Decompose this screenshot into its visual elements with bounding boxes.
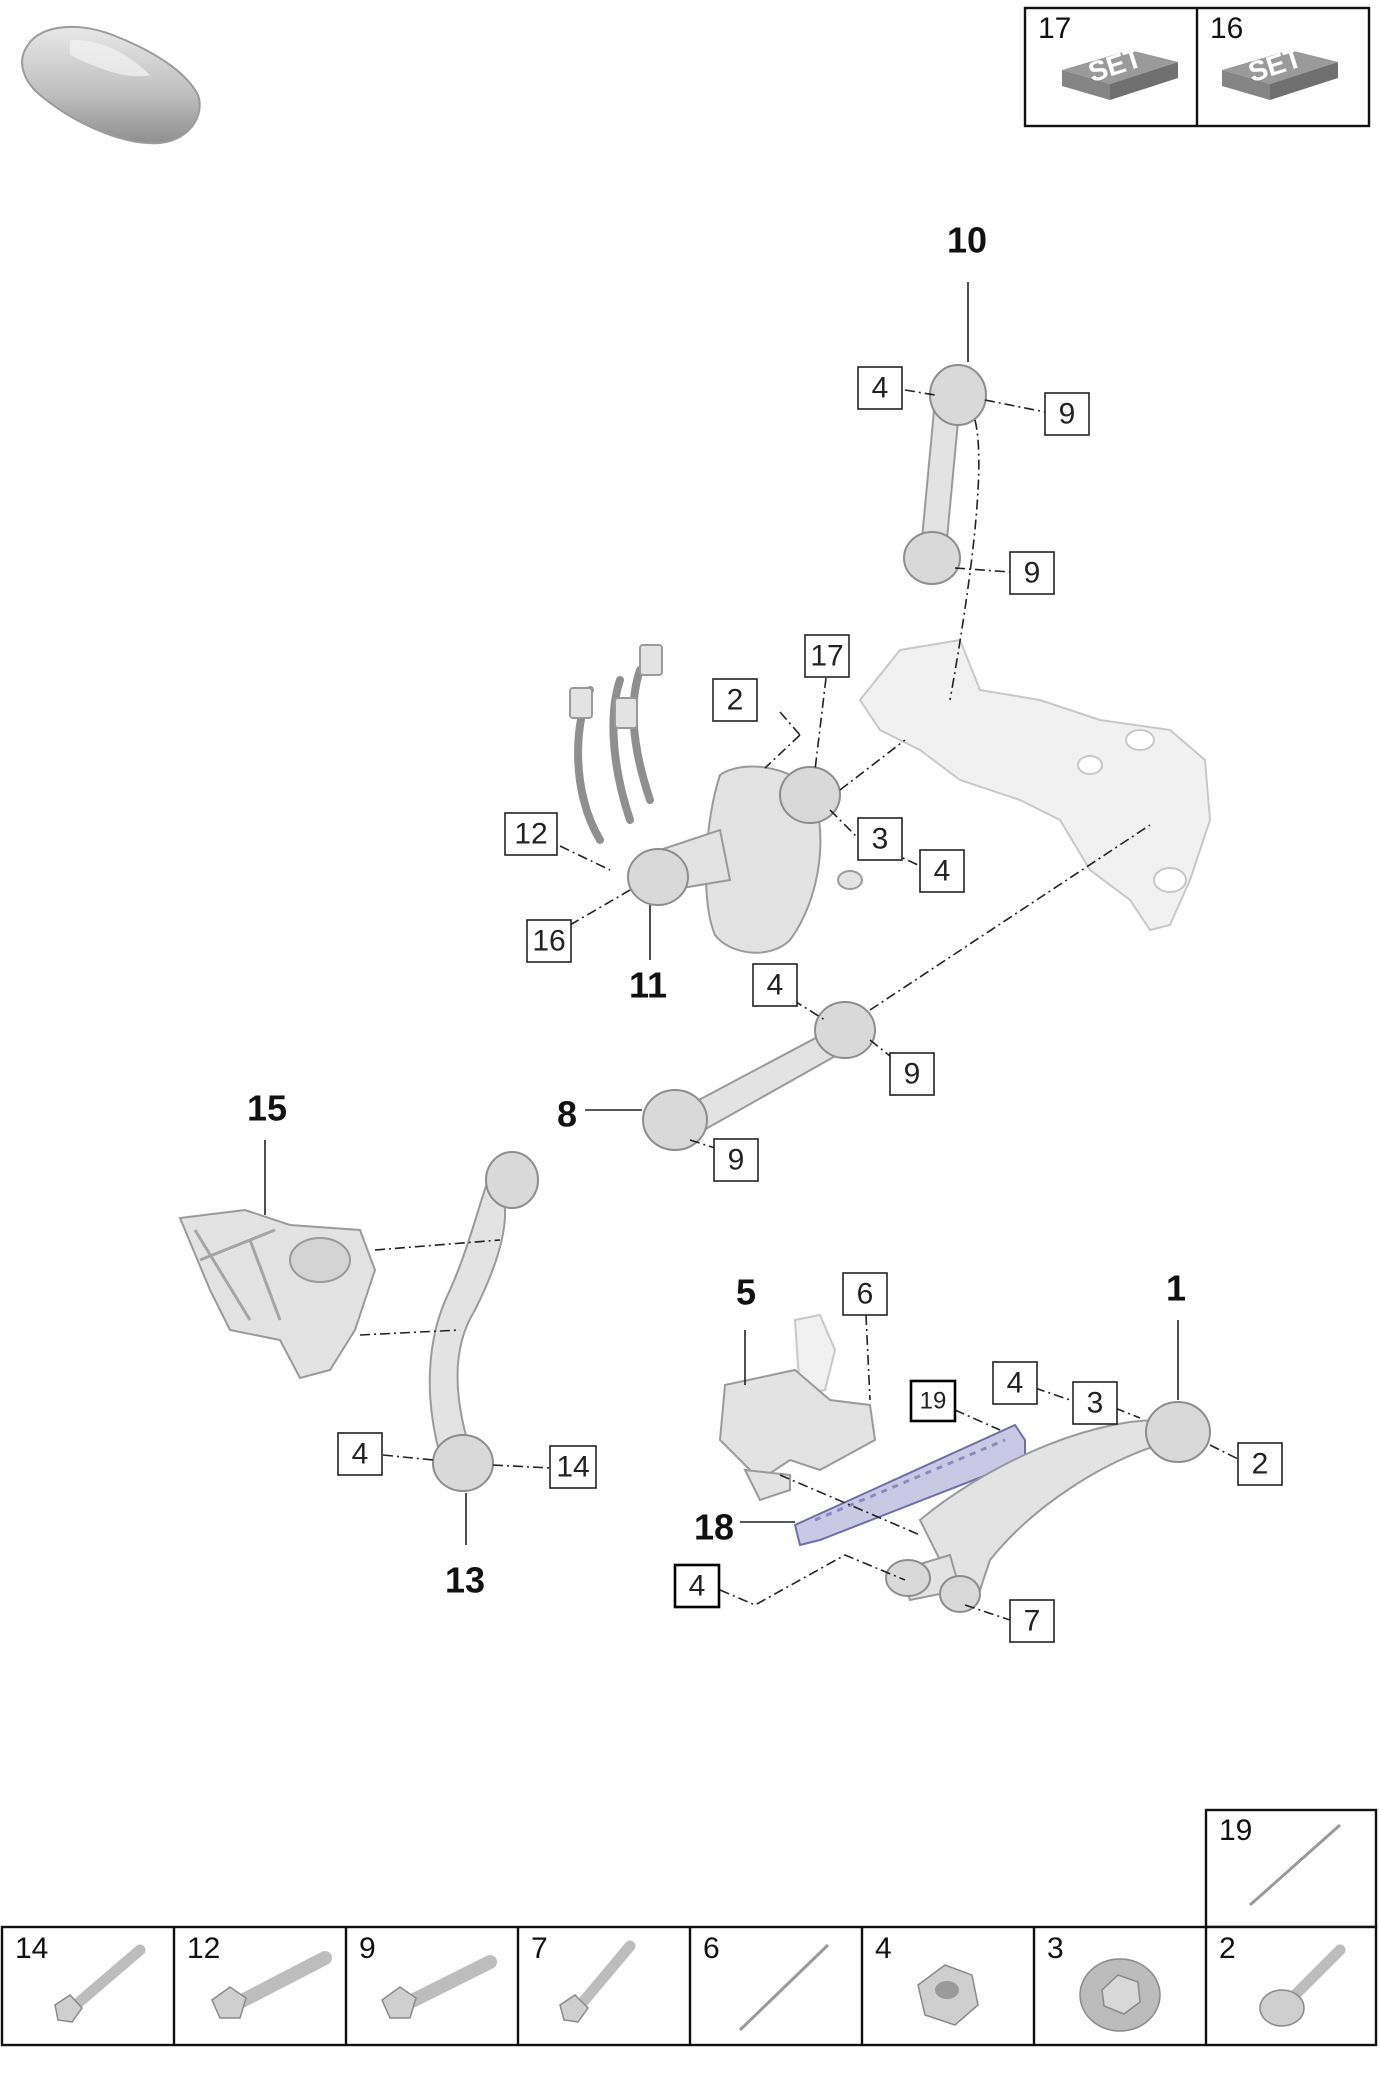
svg-text:4: 4	[352, 1438, 369, 1471]
callout-18[interactable]: 18	[694, 1507, 734, 1548]
callout-10[interactable]: 10	[947, 220, 987, 261]
set-cell-number: 16	[1210, 12, 1243, 45]
callout-11[interactable]: 11	[629, 965, 667, 1006]
rear-subframe[interactable]	[858, 638, 1212, 932]
set-cell-16[interactable]: 16 SET	[1210, 12, 1338, 100]
callout-box-17[interactable]: 17	[804, 634, 850, 678]
svg-text:16: 16	[532, 925, 565, 958]
part-10-upper-link[interactable]	[903, 364, 987, 585]
callout-box-2[interactable]: 2	[712, 678, 758, 722]
bolt-icon	[559, 1940, 636, 2023]
part-8-toe-link[interactable]	[642, 1001, 876, 1151]
svg-text:9: 9	[1024, 557, 1041, 590]
part-15-bracket[interactable]	[178, 1208, 377, 1380]
svg-text:4: 4	[872, 372, 889, 405]
callout-box-4[interactable]: 4	[919, 849, 965, 893]
svg-text:3: 3	[1087, 1387, 1104, 1420]
set-cell-number: 17	[1038, 12, 1071, 45]
hardware-number: 6	[703, 1932, 720, 1965]
hardware-number: 3	[1047, 1932, 1064, 1965]
svg-text:2: 2	[1252, 1448, 1269, 1481]
cable-tie-icon	[738, 1943, 830, 2032]
hardware-number: 14	[15, 1932, 48, 1965]
callout-5[interactable]: 5	[736, 1272, 756, 1313]
leader-lines	[264, 282, 1241, 1621]
callout-box-3[interactable]: 3	[857, 817, 903, 861]
set-panel: 17 SET 16 SET	[1023, 6, 1371, 128]
hardware-number: 12	[187, 1932, 220, 1965]
callout-box-9[interactable]: 9	[1009, 551, 1055, 595]
part-1-rear-arm[interactable]	[885, 1401, 1211, 1613]
svg-text:17: 17	[810, 640, 843, 673]
hardware-number: 4	[875, 1932, 892, 1965]
bolt-icon	[211, 1951, 332, 2019]
callout-box-4[interactable]: 4	[337, 1432, 383, 1476]
callout-15[interactable]: 15	[247, 1088, 287, 1129]
svg-text:6: 6	[857, 1278, 874, 1311]
boxed-callouts: 4 9 9 17 2 12 3	[337, 366, 1283, 1643]
svg-text:12: 12	[514, 818, 547, 851]
hardware-cell-2[interactable]: 2	[1219, 1932, 1346, 2027]
hardware-cell-9[interactable]: 9	[359, 1932, 497, 2019]
callout-box-9[interactable]: 9	[713, 1138, 759, 1182]
hardware-number: 19	[1219, 1814, 1252, 1847]
callout-box-4[interactable]: 4	[992, 1361, 1038, 1405]
svg-text:4: 4	[767, 969, 784, 1002]
svg-text:14: 14	[556, 1451, 589, 1484]
cable-tie-icon	[1249, 1823, 1341, 1907]
callout-13[interactable]: 13	[445, 1560, 485, 1601]
callout-box-9[interactable]: 9	[1044, 392, 1090, 436]
svg-text:3: 3	[872, 823, 889, 856]
svg-text:9: 9	[904, 1058, 921, 1091]
callout-box-4[interactable]: 4	[673, 1563, 721, 1609]
set-box-icon: SET	[1222, 42, 1338, 100]
callout-1[interactable]: 1	[1166, 1268, 1186, 1309]
nut-icon	[917, 1964, 979, 2026]
hardware-number: 9	[359, 1932, 376, 1965]
callout-box-3[interactable]: 3	[1072, 1381, 1118, 1425]
hardware-cell-19[interactable]: 19	[1204, 1808, 1378, 1929]
callout-box-4[interactable]: 4	[752, 963, 798, 1007]
part-11-wheel-carrier[interactable]	[569, 644, 863, 954]
set-box-icon: SET	[1062, 42, 1178, 100]
hardware-number: 7	[531, 1932, 548, 1965]
car-silhouette-icon	[21, 25, 201, 145]
callout-box-2[interactable]: 2	[1237, 1442, 1283, 1486]
svg-text:9: 9	[728, 1144, 745, 1177]
hardware-cell-7[interactable]: 7	[531, 1932, 636, 2023]
svg-text:9: 9	[1059, 398, 1076, 431]
part-5-housing[interactable]	[718, 1313, 877, 1502]
hardware-cell-12[interactable]: 12	[187, 1932, 332, 2019]
hardware-cell-14[interactable]: 14	[15, 1932, 146, 2023]
bolt-icon	[54, 1944, 146, 2023]
callout-box-7[interactable]: 7	[1009, 1599, 1055, 1643]
svg-text:4: 4	[934, 855, 951, 888]
flange-nut-icon	[1079, 1958, 1161, 2032]
svg-text:19: 19	[920, 1388, 947, 1415]
callout-box-4[interactable]: 4	[857, 366, 903, 410]
part-13-lower-arm[interactable]	[428, 1151, 539, 1492]
callout-box-12[interactable]: 12	[504, 812, 558, 856]
hardware-number: 2	[1219, 1932, 1236, 1965]
bolt-icon	[381, 1955, 497, 2019]
callout-box-16[interactable]: 16	[526, 919, 572, 963]
callout-box-19[interactable]: 19	[909, 1379, 957, 1423]
svg-text:7: 7	[1024, 1605, 1041, 1638]
svg-text:2: 2	[727, 684, 744, 717]
hardware-cell-3[interactable]: 3	[1047, 1932, 1161, 2032]
svg-text:4: 4	[689, 1570, 706, 1603]
bold-callouts: 10 11 8 15 13 5 18 1	[247, 220, 1186, 1601]
set-cell-17[interactable]: 17 SET	[1038, 12, 1178, 100]
hardware-table: 19 14 12 9	[0, 1808, 1378, 2047]
callout-box-9[interactable]: 9	[889, 1052, 935, 1096]
callout-box-6[interactable]: 6	[842, 1272, 888, 1316]
callout-8[interactable]: 8	[557, 1094, 577, 1135]
hardware-cell-6[interactable]: 6	[703, 1932, 830, 2032]
hardware-cell-4[interactable]: 4	[875, 1932, 979, 2026]
callout-box-14[interactable]: 14	[549, 1445, 597, 1489]
svg-text:4: 4	[1007, 1367, 1024, 1400]
bolt-icon	[1259, 1944, 1346, 2027]
